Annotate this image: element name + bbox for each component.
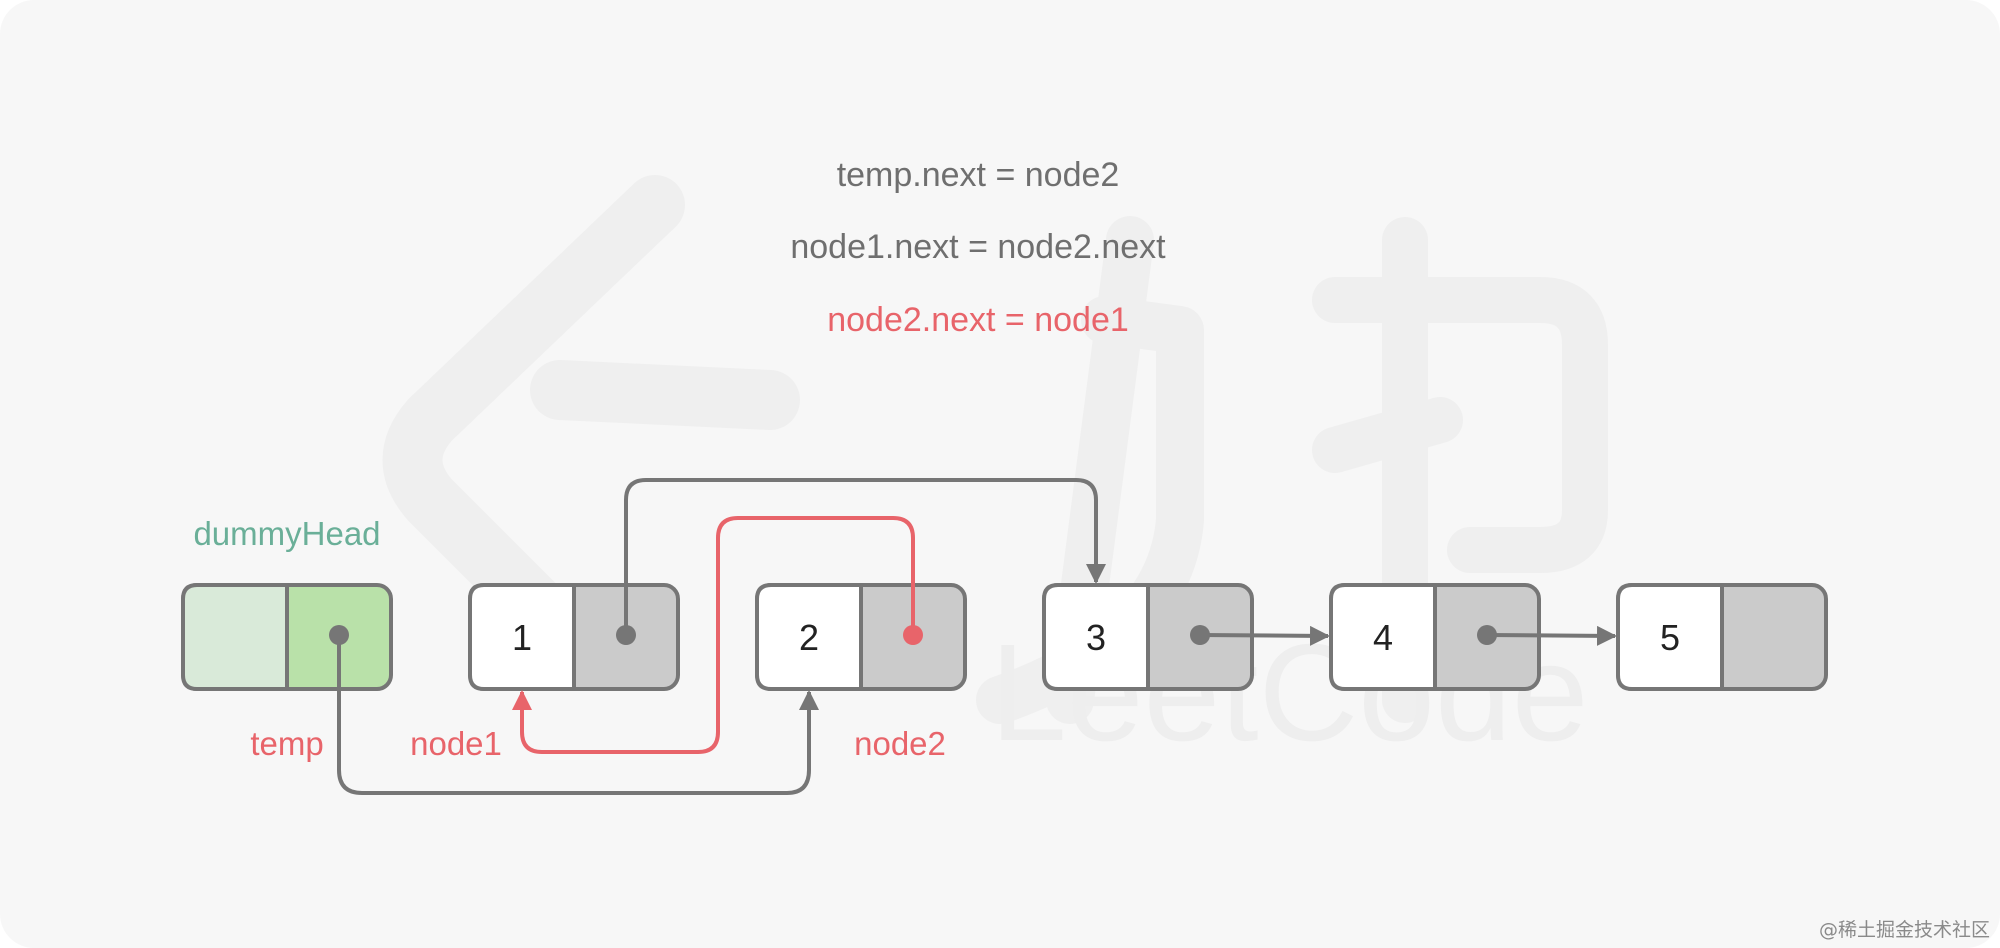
- node-value: 2: [799, 617, 819, 658]
- dummy-head-node: [181, 583, 393, 691]
- credit-watermark: @稀土掘金技术社区: [1819, 919, 1990, 941]
- node-value: 3: [1086, 617, 1106, 658]
- node-value: 5: [1660, 617, 1680, 658]
- node-value: 1: [512, 617, 532, 658]
- node1-label: node1: [410, 725, 502, 762]
- temp-label: temp: [250, 725, 323, 762]
- code-line-node2-next: node2.next = node1: [827, 301, 1129, 339]
- arrow-node1-to-node3: [624, 478, 1106, 635]
- node2-label: node2: [854, 725, 946, 762]
- code-line-temp-next: temp.next = node2: [837, 156, 1120, 194]
- dummy-head-label: dummyHead: [193, 515, 380, 552]
- list-node: 4: [1329, 583, 1541, 691]
- node-value: 4: [1373, 617, 1393, 658]
- list-node: 5: [1616, 583, 1828, 691]
- arrow-node3-to-node4: [1199, 625, 1330, 646]
- arrow-temp-to-node2: [337, 635, 819, 795]
- code-line-node1-next: node1.next = node2.next: [790, 228, 1166, 266]
- list-node: 1: [468, 583, 680, 691]
- list-node: 3: [1042, 583, 1254, 691]
- list-node: 2: [755, 583, 967, 691]
- arrow-node2-to-node1: [512, 516, 915, 754]
- arrow-node4-to-node5: [1486, 625, 1617, 646]
